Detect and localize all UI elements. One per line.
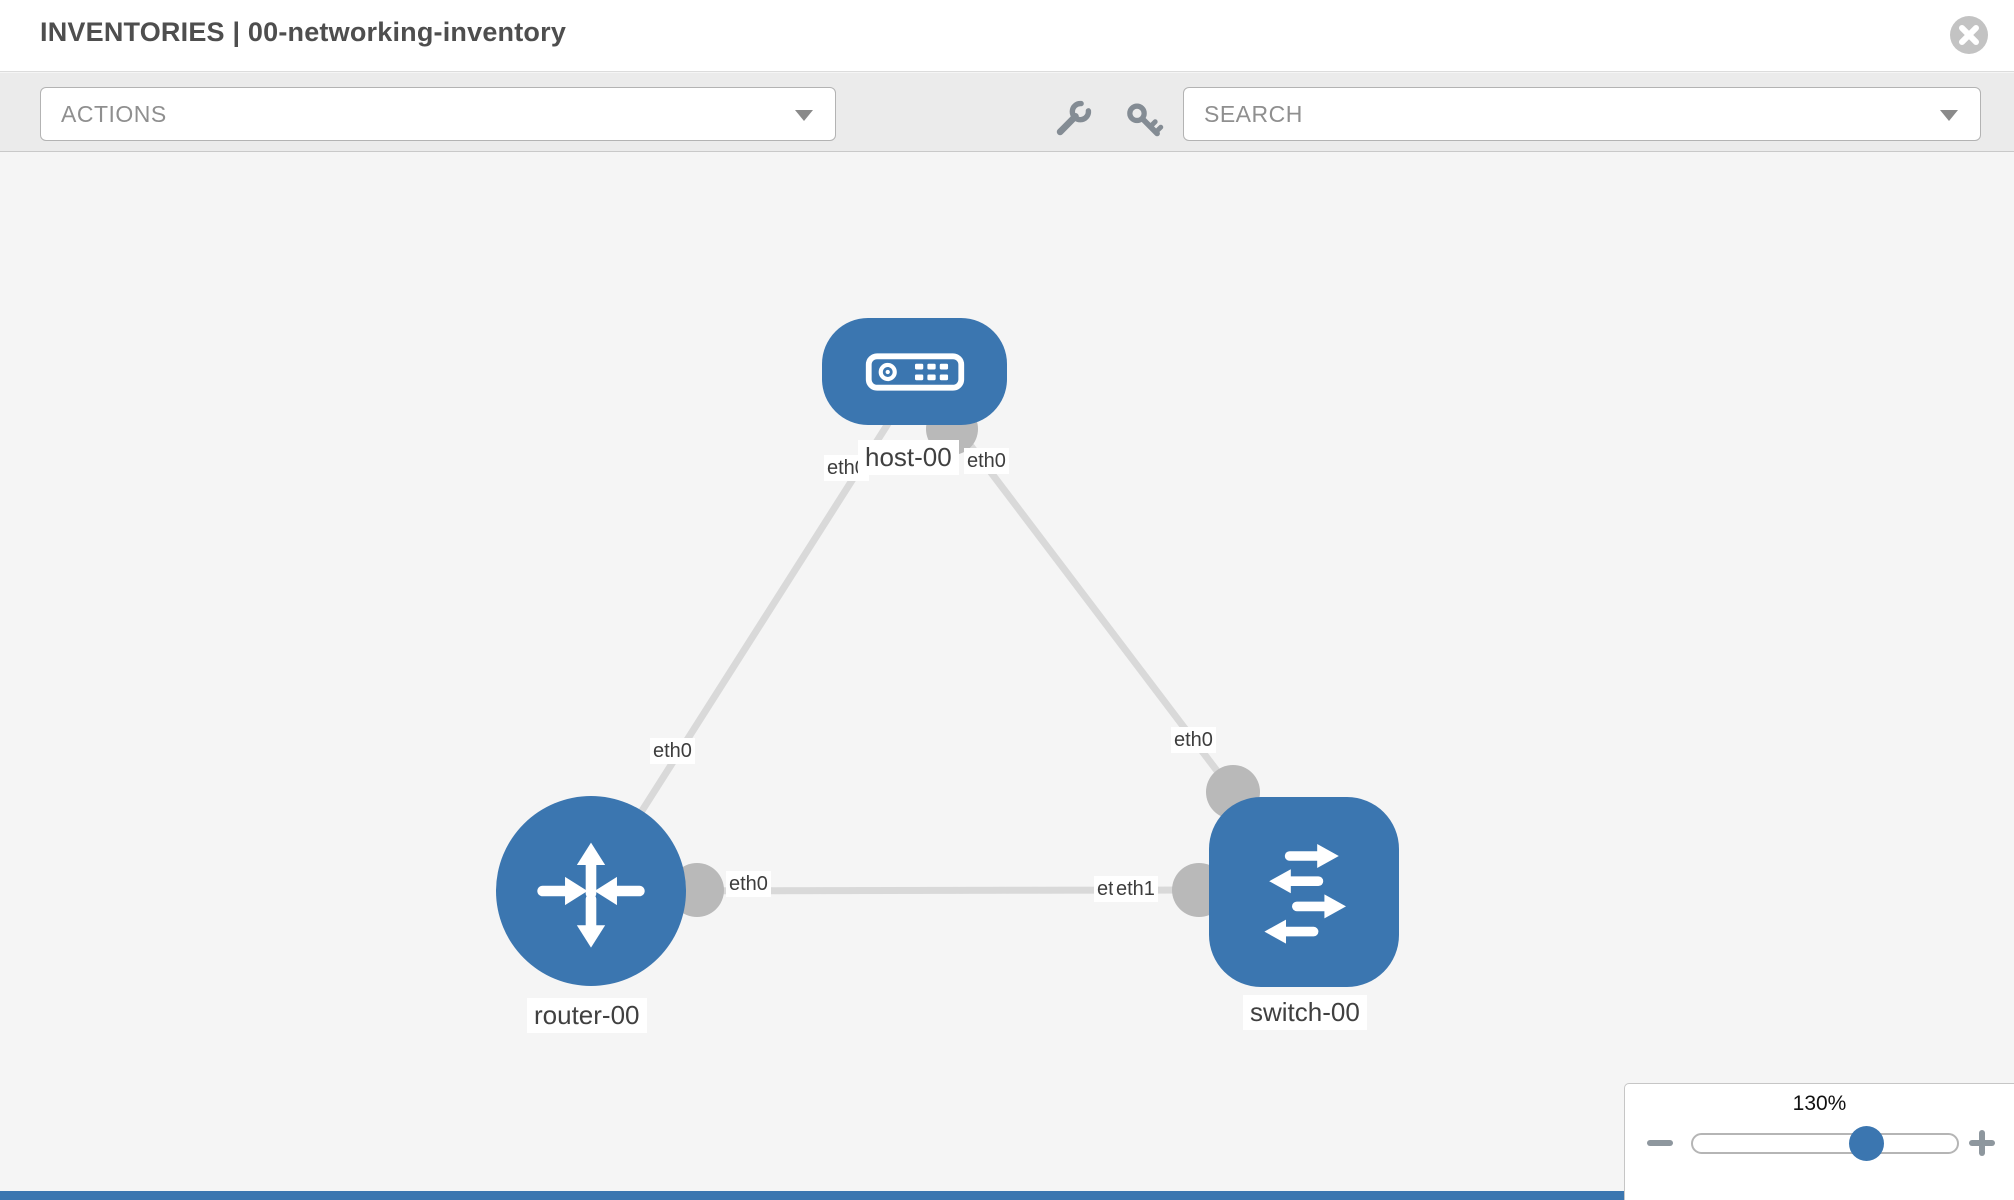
bottom-bar [0,1191,1624,1200]
minus-icon [1647,1140,1673,1146]
interface-label: eth0 [1171,727,1216,753]
search-dropdown[interactable] [1183,87,1981,141]
node-label-router: router-00 [527,998,647,1033]
key-icon [1127,103,1164,137]
interface-label: eth0 [964,448,1009,474]
plus-icon [1969,1130,1995,1156]
page-title: INVENTORIES | 00-networking-inventory [40,17,567,47]
zoom-panel: 130% [1624,1083,2014,1200]
zoom-out-button[interactable] [1645,1126,1675,1160]
node-label-switch: switch-00 [1243,995,1367,1030]
chevron-down-icon [795,110,813,121]
topology-canvas[interactable]: host-00 router-00 switch-00 eth0 eth0 et… [0,152,2014,1200]
search-input[interactable] [1204,100,1884,128]
toolbar: ACTIONS [0,73,2014,152]
key-button[interactable] [1122,98,1166,142]
interface-label: eth0 [650,738,695,764]
actions-dropdown-label: ACTIONS [61,100,167,127]
host-icon [865,352,964,391]
configure-button[interactable] [1050,98,1094,142]
interface-label: eth1 [1113,876,1158,902]
close-icon [1959,25,1979,45]
node-router-00[interactable] [496,796,686,986]
interface-label: eth0 [726,871,771,897]
links-layer [588,403,1260,917]
zoom-in-button[interactable] [1967,1126,1997,1160]
zoom-slider-thumb[interactable] [1849,1126,1884,1161]
close-button[interactable] [1950,16,1988,54]
wrench-icon [1056,100,1092,136]
router-icon [537,842,645,948]
chevron-down-icon [1940,110,1958,121]
zoom-level: 130% [1792,1092,1847,1115]
zoom-slider[interactable] [1691,1126,1959,1161]
node-switch-00[interactable] [1209,797,1399,987]
node-host-00[interactable] [822,318,1007,425]
switch-icon [1264,844,1346,944]
actions-dropdown[interactable]: ACTIONS [40,87,836,141]
node-label-host: host-00 [858,440,959,475]
header: INVENTORIES | 00-networking-inventory [0,0,2014,72]
